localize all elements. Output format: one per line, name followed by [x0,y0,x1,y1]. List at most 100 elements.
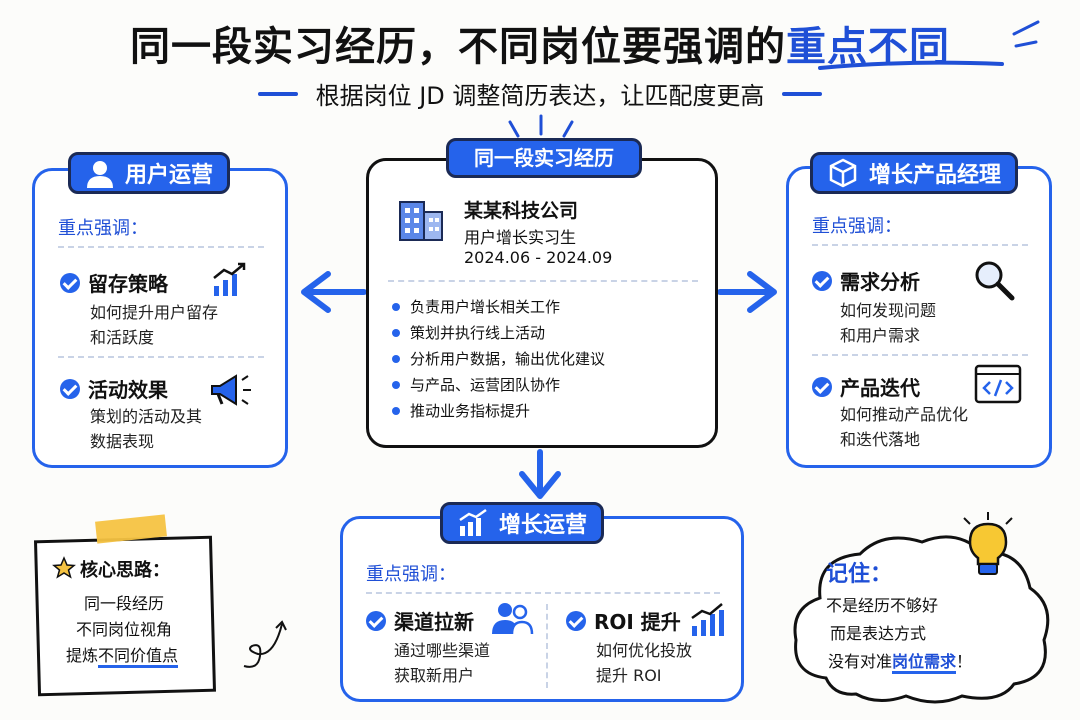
item-title-text: 活动效果 [88,378,168,402]
divider [58,356,264,358]
note-title: 核心思路： [80,560,170,581]
desc-line: 如何发现问题 [840,301,937,320]
item-title-text: 产品迭代 [840,376,920,400]
megaphone-icon [211,374,251,406]
reminder-cloud [793,535,1050,704]
growth-ops-item-roi-desc: 如何优化投放 提升 ROI [596,638,692,688]
divider [388,280,698,282]
divider [812,244,1028,246]
desc-line: 和用户需求 [840,326,921,345]
note-line-prefix: 提炼 [66,646,99,665]
chart-up-icon [213,262,246,296]
cloud-title: 记住： [826,562,893,587]
bullet-dot [392,380,400,389]
users-icon [492,603,534,635]
magnifier-icon [975,261,1015,301]
growth-ops-item-channel-desc: 通过哪些渠道 获取新用户 [394,638,490,688]
bullet-dot [392,354,400,363]
bullet-text: 推动业务指标提升 [410,402,531,420]
desc-line: 数据表现 [90,432,155,451]
spark-lines-icon [508,114,574,138]
growth-pm-section-label: 重点强调： [812,216,902,237]
desc-line: 通过哪些渠道 [394,641,491,660]
desc-line: 提升 ROI [596,666,662,685]
bullet-item: 策划并执行线上活动 [392,322,545,343]
growth-pm-item-iteration: 产品迭代 [812,372,920,401]
lightbulb-icon [963,512,1013,575]
growth-ops-title: 增长运营 [440,502,605,544]
chart-up-icon [459,508,487,536]
item-title-text: ROI 提升 [594,610,681,634]
item-title-text: 渠道拉新 [394,610,474,634]
note-line: 同一段经历 [84,594,165,613]
subtitle-dash-right [782,91,823,96]
code-window-icon [974,364,1022,404]
growth-ops-title-text: 增长运营 [499,513,588,538]
title-text: 同一段实习经历，不同岗位要强调的 [130,24,786,70]
check-icon [366,610,386,631]
growth-pm-title: 增长产品经理 [810,152,1019,194]
growth-pm-item-iteration-desc: 如何推动产品优化 和迭代落地 [840,402,968,452]
note-line-highlight: 不同价值点 [98,646,179,668]
page-title: 同一段实习经历，不同岗位要强调的重点不同 [0,14,1080,72]
item-title-text: 需求分析 [840,270,920,294]
bullet-item: 分析用户数据，输出优化建议 [392,348,605,369]
experience-pill: 同一段实习经历 [446,138,642,178]
user-ops-item-retention: 留存策略 [60,268,168,297]
cloud-line: 没有对准岗位需求！ [828,648,972,674]
cloud-line: 不是经历不够好 [826,596,939,615]
user-ops-title: 用户运营 [68,152,231,194]
desc-line: 和迭代落地 [840,430,921,449]
title-spark-icon [1012,20,1040,48]
divider [58,246,264,248]
divider [812,354,1028,356]
star-icon [52,556,76,579]
desc-line: 如何优化投放 [596,641,693,660]
bullet-dot [392,328,400,337]
period: 2024.06 - 2024.09 [464,248,613,267]
item-title-text: 留存策略 [88,272,168,296]
check-icon [812,376,832,397]
title-underline [818,60,1004,70]
curly-arrow-icon [243,620,287,668]
desc-line: 如何推动产品优化 [840,405,969,424]
check-icon [812,270,832,291]
bullet-dot [392,302,400,311]
growth-ops-item-channel: 渠道拉新 [366,606,474,635]
user-ops-title-text: 用户运营 [125,163,214,188]
growth-pm-item-demand: 需求分析 [812,266,920,295]
user-ops-item-activity: 活动效果 [60,374,168,403]
bullet-text: 与产品、运营团队协作 [410,376,561,394]
check-icon [60,272,80,293]
note-line: 提炼不同价值点 [66,642,179,668]
subtitle-dash-left [257,91,298,96]
desc-line: 和活跃度 [90,328,155,347]
bullet-text: 分析用户数据，输出优化建议 [410,350,606,368]
note-line: 不同岗位视角 [76,620,173,639]
bullet-item: 推动业务指标提升 [392,400,530,421]
subtitle-row: 根据岗位 JD 调整简历表达，让匹配度更高 [0,76,1080,111]
column-divider [546,604,548,688]
building-icon [399,201,443,241]
growth-ops-item-roi: ROI 提升 [566,606,681,635]
user-ops-item-retention-desc: 如何提升用户留存 和活跃度 [90,300,218,350]
cloud-line-highlight: 岗位需求 [892,652,957,674]
growth-pm-title-text: 增长产品经理 [869,163,1002,188]
growth-ops-section-label: 重点强调： [366,564,456,585]
user-ops-item-activity-desc: 策划的活动及其 数据表现 [90,404,202,454]
subtitle: 根据岗位 JD 调整简历表达，让匹配度更高 [315,82,765,110]
user-icon [87,161,113,188]
cloud-line: 而是表达方式 [830,624,927,643]
bullet-text: 策划并执行线上活动 [410,324,546,342]
desc-line: 获取新用户 [394,666,475,685]
divider [366,592,720,594]
cloud-line-prefix: 没有对准 [828,652,893,671]
company-name: 某某科技公司 [464,200,579,222]
user-ops-section-label: 重点强调： [58,218,148,239]
cube-icon [829,158,857,188]
bullet-item: 负责用户增长相关工作 [392,296,560,317]
desc-line: 如何提升用户留存 [90,303,219,322]
check-icon [566,610,586,631]
growth-pm-item-demand-desc: 如何发现问题 和用户需求 [840,298,936,348]
